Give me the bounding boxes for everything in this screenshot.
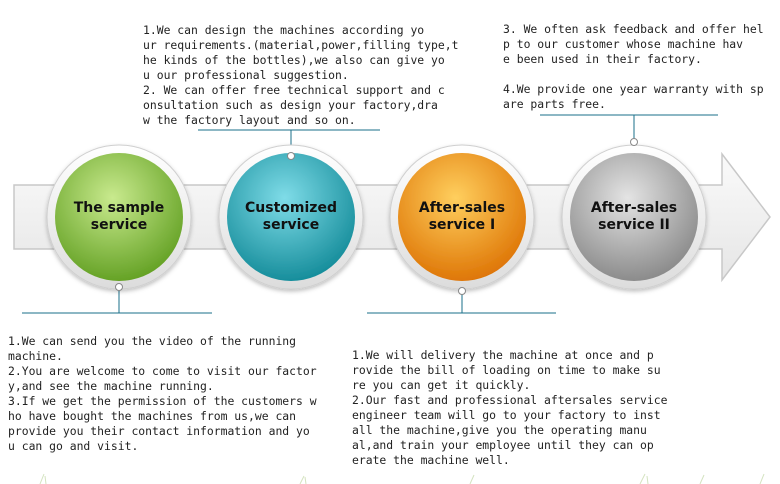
stage-after1-label: After-sales service I — [418, 200, 506, 233]
dot-sample — [115, 283, 123, 291]
dot-after1 — [458, 287, 466, 295]
stage-sample-circle — [46, 144, 192, 290]
stage-sample-label: The sample service — [73, 200, 165, 233]
note-sample: 1.We can send you the video of the runni… — [8, 334, 317, 453]
stage-after2-label: After-sales service II — [590, 200, 678, 233]
stage-after2-circle — [561, 144, 707, 290]
note-after2: 3. We often ask feedback and offer hel p… — [503, 22, 764, 111]
stage-customized-circle — [218, 144, 364, 290]
dot-customized — [287, 152, 295, 160]
stage-customized-label: Customized service — [245, 200, 337, 233]
connector-dots — [115, 138, 638, 295]
dot-after2 — [630, 138, 638, 146]
note-customized: 1.We can design the machines according y… — [143, 23, 459, 127]
grass-decoration — [39, 473, 765, 484]
note-after1: 1.We will delivery the machine at once a… — [352, 348, 668, 467]
